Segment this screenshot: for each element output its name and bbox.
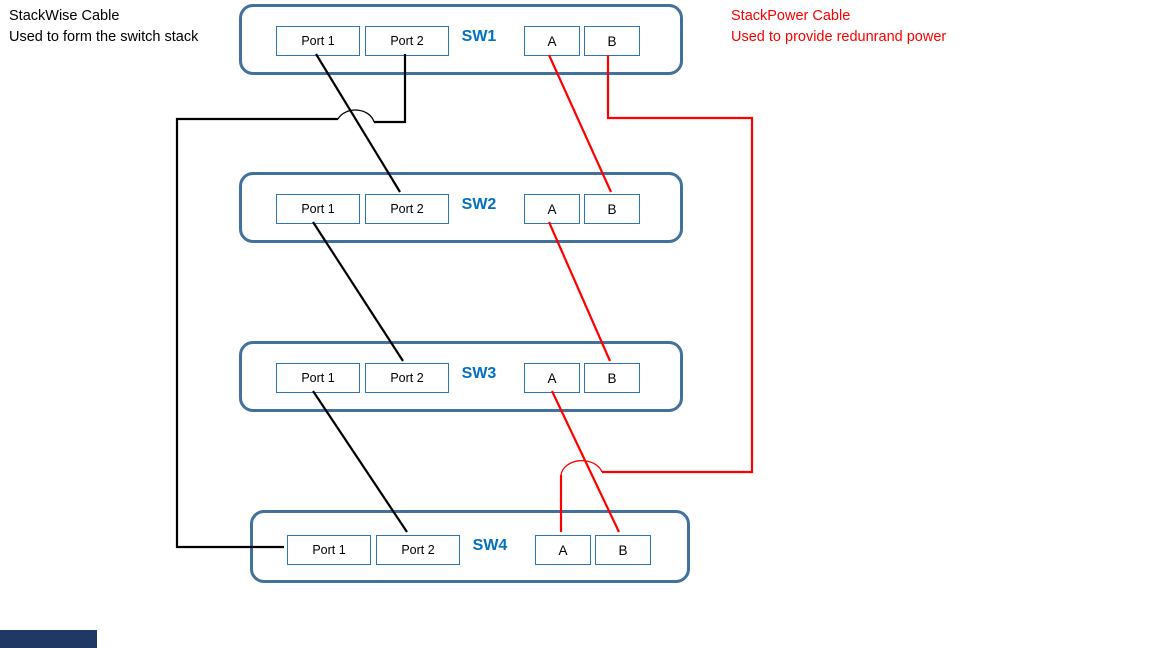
sw4-port2-box: Port 2 (376, 535, 460, 565)
sw1-port2-box: Port 2 (365, 26, 449, 56)
sw4-label: SW4 (472, 537, 508, 554)
sw1-label: SW1 (461, 28, 497, 45)
sw3-power-a-box: A (524, 363, 580, 393)
switch-sw4: Port 1 Port 2 SW4 A B (250, 510, 690, 583)
stackpower-cable-hop-arc (560, 460, 603, 476)
sw2-power-b-box: B (584, 194, 640, 224)
switch-sw2: Port 1 Port 2 SW2 A B (239, 172, 683, 243)
sw2-label: SW2 (461, 196, 497, 213)
sw1-port1-box: Port 1 (276, 26, 360, 56)
sw3-power-b-box: B (584, 363, 640, 393)
sw2-power-a-box: A (524, 194, 580, 224)
stackpower-legend-title: StackPower Cable (731, 8, 851, 24)
stackwise-cable-hop-arc (337, 109, 375, 123)
stackwise-legend-title: StackWise Cable (9, 8, 120, 24)
stackwise-legend-subtitle: Used to form the switch stack (9, 29, 199, 45)
taskbar-fragment (0, 630, 97, 648)
sw3-label: SW3 (461, 365, 497, 382)
sw3-port1-box: Port 1 (276, 363, 360, 393)
stackpower-legend: StackPower Cable Used to provide redunra… (731, 6, 946, 48)
sw3-port2-box: Port 2 (365, 363, 449, 393)
sw2-port2-box: Port 2 (365, 194, 449, 224)
sw4-port1-box: Port 1 (287, 535, 371, 565)
sw1-power-b-box: B (584, 26, 640, 56)
sw2-port1-box: Port 1 (276, 194, 360, 224)
stackwise-legend: StackWise Cable Used to form the switch … (9, 6, 198, 48)
switch-sw1: Port 1 Port 2 SW1 A B (239, 4, 683, 75)
switch-sw3: Port 1 Port 2 SW3 A B (239, 341, 683, 412)
sw4-power-a-box: A (535, 535, 591, 565)
sw4-power-b-box: B (595, 535, 651, 565)
sw1-power-a-box: A (524, 26, 580, 56)
stackpower-legend-subtitle: Used to provide redunrand power (731, 29, 947, 45)
